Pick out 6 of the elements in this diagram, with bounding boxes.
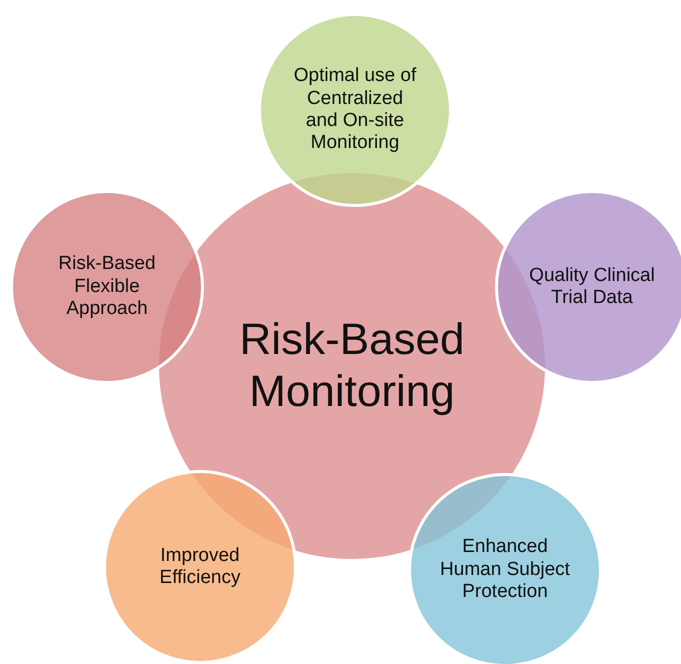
circle-label: Risk-Based Flexible Approach	[57, 253, 157, 321]
circle-label: Quality Clinical Trial Data	[528, 264, 656, 310]
circle-label: Improved Efficiency	[158, 544, 242, 590]
title-text: Risk-Based Monitoring	[238, 314, 466, 418]
circle-label: Optimal use of Centralized and On-site Monitoring	[292, 65, 418, 155]
circle-label: Enhanced Human Subject Protection	[440, 536, 570, 604]
